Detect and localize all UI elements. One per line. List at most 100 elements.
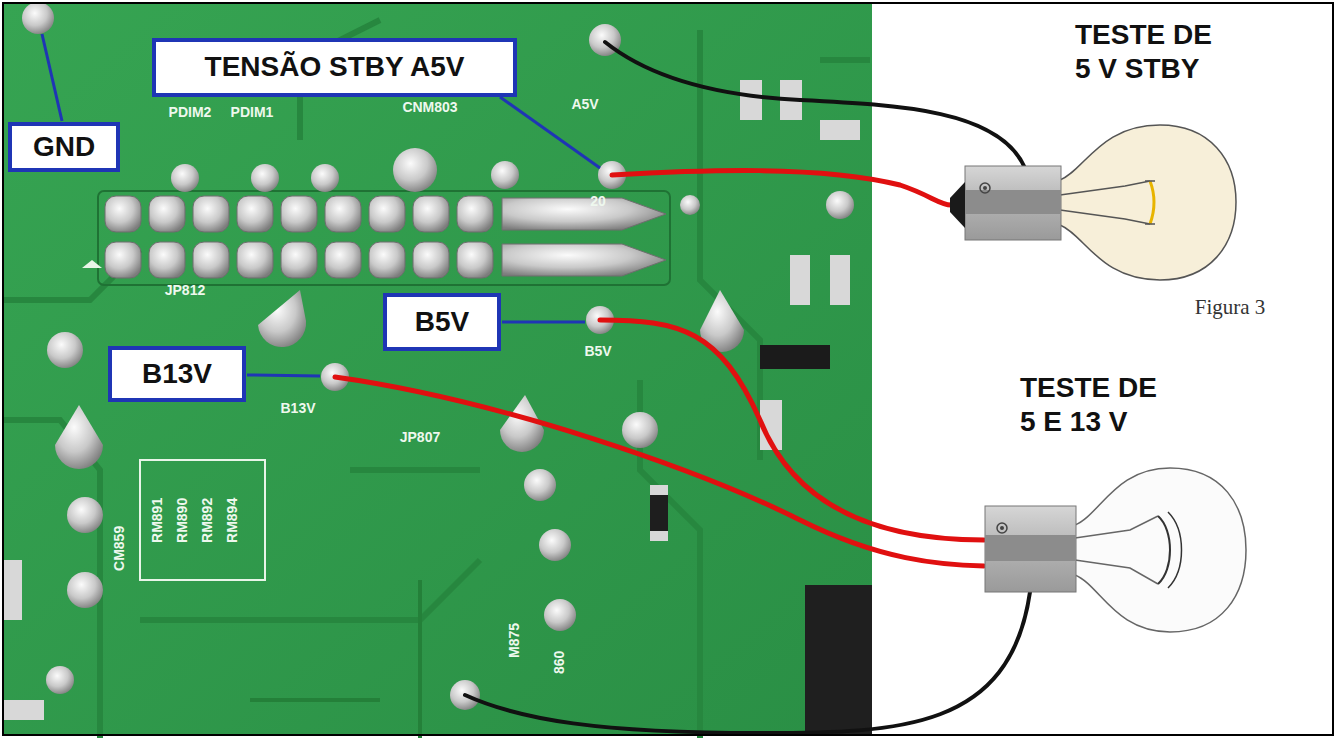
header-connector-part xyxy=(193,242,229,278)
test-bulb-lit-part xyxy=(980,183,990,193)
test-wires-part xyxy=(605,42,1025,168)
callout-box: TENSÃO STBY A5V xyxy=(152,38,517,97)
solder-pads-part xyxy=(22,2,54,34)
test-bulb-lit-part xyxy=(950,182,965,228)
silkscreen-label: RM894 xyxy=(225,497,242,542)
callout-text-group: GND xyxy=(33,131,95,163)
solder-pads-part xyxy=(524,469,556,501)
silkscreen-label: B13V xyxy=(280,400,315,417)
solder-pads-part xyxy=(258,290,306,347)
solder-pads xyxy=(22,2,854,710)
solder-pads-part xyxy=(67,572,103,608)
silkscreen-label: JP812 xyxy=(165,282,205,299)
pcb-board-part xyxy=(4,4,872,736)
leader-lines-part xyxy=(247,375,320,376)
solder-pads-part xyxy=(826,191,854,219)
test-wires xyxy=(335,42,1030,733)
solder-pads-part xyxy=(46,666,74,694)
header-connector-part xyxy=(98,191,670,285)
header-connector-part xyxy=(457,196,493,232)
test-wires-part xyxy=(465,592,1030,733)
callout-label: B5V xyxy=(415,306,469,338)
solder-pads-part xyxy=(251,164,279,192)
header-connector-part xyxy=(105,242,141,278)
smd-parts xyxy=(4,80,872,736)
silkscreen-label: M875 xyxy=(507,622,524,657)
test-bulb-lit xyxy=(950,125,1236,280)
silkscreen-label: CNM803 xyxy=(402,99,457,116)
header-connector-part xyxy=(325,242,361,278)
header-connector-part xyxy=(502,244,666,276)
silkscreen-label: RM892 xyxy=(200,497,217,542)
callout-label: GND xyxy=(33,131,95,163)
header-connector-part xyxy=(325,196,361,232)
test-wires-part xyxy=(612,171,951,205)
smd-parts-part xyxy=(830,255,850,305)
smd-parts-part xyxy=(140,460,265,580)
solder-pads-part xyxy=(47,332,83,368)
smd-parts-part xyxy=(760,345,830,369)
callout-text-group: TENSÃO STBY A5V xyxy=(205,51,465,83)
test-bulb-off-part xyxy=(1075,516,1158,584)
test-bulb-lit-part xyxy=(1060,181,1150,224)
pcb-board xyxy=(4,4,872,738)
leader-lines-part xyxy=(42,34,62,121)
solder-pads-part xyxy=(680,195,700,215)
header-connector-part xyxy=(369,196,405,232)
test-bulb-lit-part xyxy=(965,166,1061,240)
test-bulb-off-part xyxy=(997,523,1007,533)
header-connector-part xyxy=(369,242,405,278)
silkscreen-label: 20 xyxy=(590,193,606,210)
header-connector-part xyxy=(149,242,185,278)
solder-pads-part xyxy=(393,148,437,192)
solder-pads-part xyxy=(544,599,576,631)
smd-parts-part xyxy=(650,485,668,541)
callout-text-group: B13V xyxy=(142,358,212,390)
smd-parts-part xyxy=(740,80,762,120)
solder-pads-part xyxy=(55,405,103,469)
header-connector xyxy=(82,191,670,285)
silkscreen-label: RM891 xyxy=(150,497,167,542)
silkscreen-label: PDIM2 xyxy=(169,104,212,121)
test-title: TESTE DE 5 E 13 V xyxy=(1020,371,1170,438)
smd-parts-part xyxy=(4,700,44,720)
test-title: TESTE DE 5 V STBY xyxy=(1075,18,1225,85)
silkscreen-label: PDIM1 xyxy=(231,104,274,121)
smd-parts-part xyxy=(4,560,22,620)
callout-box: B13V xyxy=(108,346,246,402)
header-connector-part xyxy=(281,196,317,232)
solder-pads-part xyxy=(171,164,199,192)
smd-parts-part xyxy=(650,531,668,541)
test-bulb-lit-part xyxy=(983,186,987,190)
test-bulb-off-part xyxy=(1075,468,1246,632)
silkscreen-label: RM890 xyxy=(175,497,192,542)
silkscreen-label: B5V xyxy=(584,343,611,360)
silkscreen-label: JP807 xyxy=(400,429,440,446)
header-connector-part xyxy=(413,196,449,232)
header-connector-part xyxy=(281,242,317,278)
test-bulb-lit-part xyxy=(1150,181,1154,224)
header-connector-part xyxy=(502,198,666,230)
smd-parts-part xyxy=(790,255,810,305)
callout-box: GND xyxy=(8,122,120,172)
test-bulb-off-part xyxy=(1000,526,1004,530)
test-bulb-lit-part xyxy=(965,190,1061,214)
test-bulb-lit-part xyxy=(1060,125,1236,280)
test-bulb-off-part xyxy=(985,535,1076,561)
silkscreen-label: A5V xyxy=(571,96,598,113)
header-connector-part xyxy=(193,196,229,232)
silkscreen-label: CM859 xyxy=(112,525,129,570)
smd-parts-part xyxy=(805,585,872,736)
leader-lines-part xyxy=(502,321,585,324)
solder-pads-part xyxy=(67,497,103,533)
test-bulb-off-part xyxy=(1158,516,1170,584)
header-connector-part xyxy=(82,260,102,268)
smd-parts-part xyxy=(650,485,668,495)
callout-label: B13V xyxy=(142,358,212,390)
header-connector-part xyxy=(457,242,493,278)
silkscreen-label: 860 xyxy=(552,650,569,673)
header-connector-part xyxy=(237,242,273,278)
header-connector-part xyxy=(237,196,273,232)
solder-pads-part xyxy=(539,529,571,561)
